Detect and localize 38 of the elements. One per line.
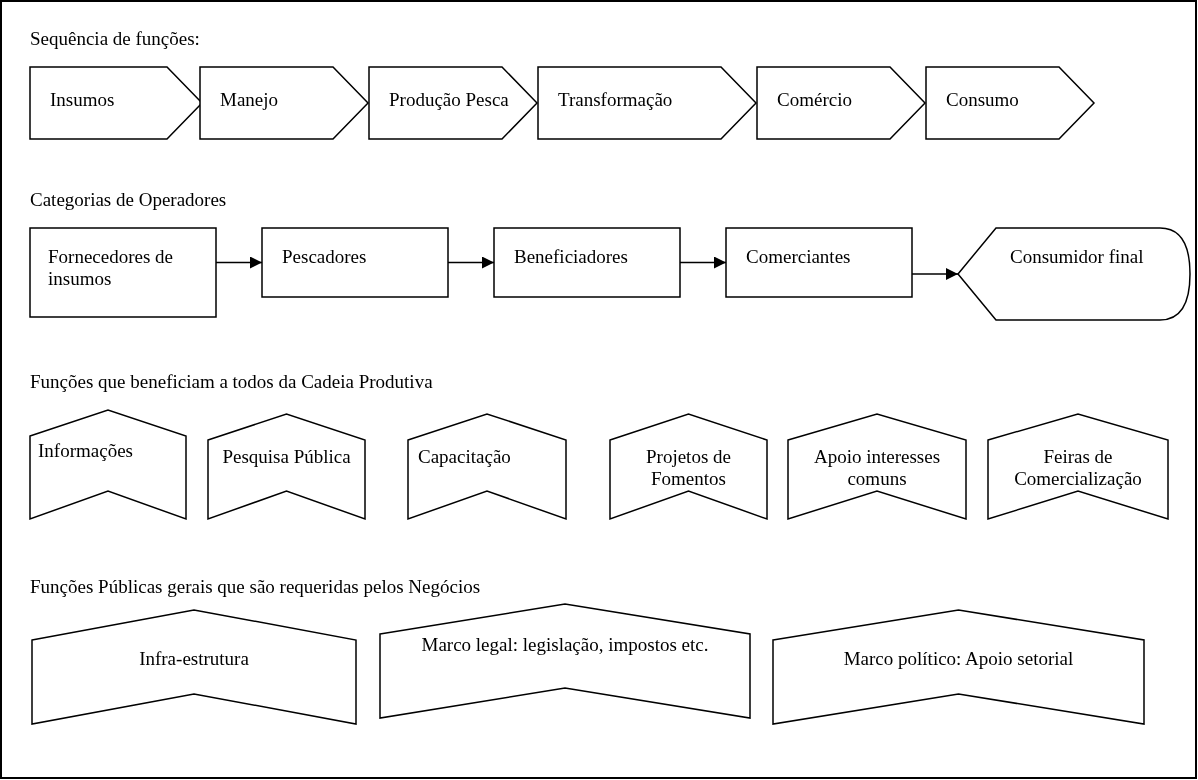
node-text: Pescadores <box>282 246 368 268</box>
banner-shape <box>380 604 750 718</box>
chevron-shape <box>757 67 925 139</box>
process-box <box>494 228 680 297</box>
node-text: Transformação <box>558 89 674 111</box>
node-text: Apoio interesses comuns <box>812 446 942 490</box>
chevron-shape <box>369 67 537 139</box>
display-shape <box>958 228 1190 320</box>
section-heading: Sequência de funções: <box>30 28 200 50</box>
chevron-shape <box>30 67 202 139</box>
node-text: Comércio <box>777 89 853 111</box>
node-text: Informações <box>38 440 134 462</box>
node-text: Projetos de Fomentos <box>645 446 732 490</box>
section-heading: Categorias de Operadores <box>30 189 227 211</box>
node-text: Insumos <box>50 89 116 111</box>
node-text: Beneficiadores <box>514 246 629 268</box>
node-text: Pesquisa Pública <box>221 446 352 468</box>
banner-shape <box>773 610 1144 724</box>
process-box <box>726 228 912 297</box>
banner-shape <box>32 610 356 724</box>
node-text: Fornecedores de insumos <box>48 246 175 290</box>
node-text: Infra-estrutura <box>138 648 250 670</box>
chevron-shape <box>200 67 368 139</box>
node-text: Marco legal: legislação, impostos etc. <box>420 634 710 656</box>
node-text: Produção Pesca <box>389 89 510 111</box>
node-text: Consumo <box>946 89 1020 111</box>
process-box <box>262 228 448 297</box>
section-heading: Funções que beneficiam a todos da Cadeia Produtiva <box>30 371 433 393</box>
node-text: Capacitação <box>418 446 512 468</box>
node-text: Comerciantes <box>746 246 852 268</box>
node-text: Marco político: Apoio setorial <box>842 648 1075 670</box>
chevron-shape <box>926 67 1094 139</box>
node-text: Consumidor final <box>1010 246 1145 268</box>
process-box <box>30 228 216 317</box>
node-text: Manejo <box>220 89 280 111</box>
section-heading: Funções Públicas gerais que são requeridas pelos Negócios <box>30 576 481 598</box>
node-text: Feiras de Comercialização <box>1013 446 1143 490</box>
chevron-shape <box>538 67 756 139</box>
